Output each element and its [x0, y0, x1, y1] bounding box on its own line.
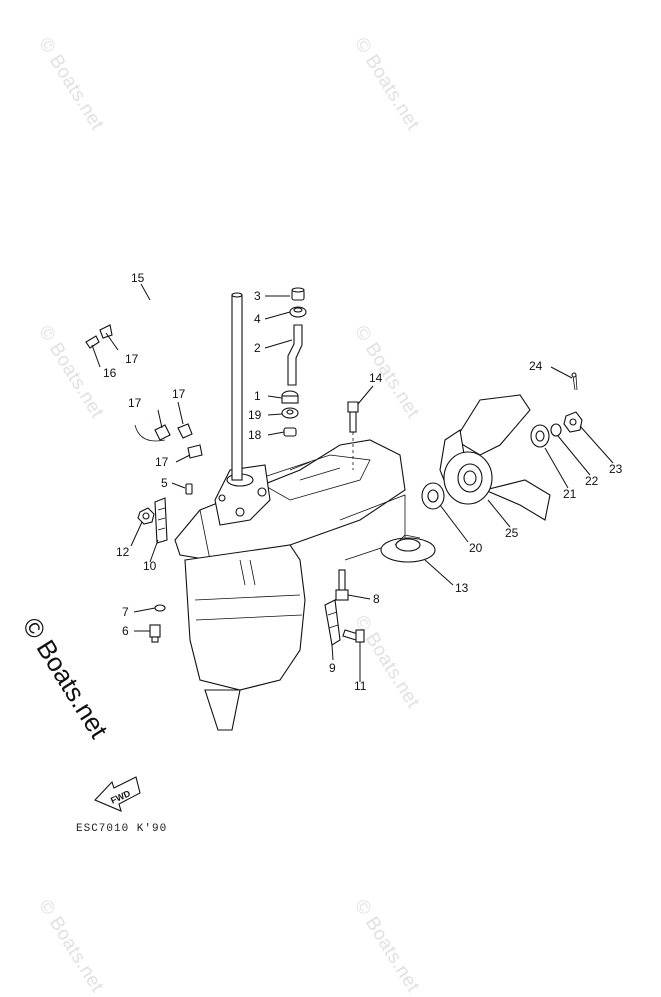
- nut-23: [563, 411, 583, 433]
- bolt-8: [335, 569, 349, 601]
- trim-tab-9: [324, 599, 341, 646]
- water-hose: [107, 302, 203, 442]
- callout-13: 13: [455, 581, 469, 595]
- callout-17a: 17: [125, 352, 139, 366]
- callout-12: 12: [116, 545, 130, 559]
- leader-lines: [91, 283, 614, 682]
- callout-17c: 17: [172, 387, 186, 401]
- pin-5: [185, 483, 193, 495]
- bolt-11: [342, 629, 365, 643]
- callout-20: 20: [469, 541, 483, 555]
- callout-10: 10: [143, 559, 157, 573]
- callout-6: 6: [122, 624, 129, 638]
- callout-21: 21: [563, 487, 577, 501]
- callout-15: 15: [131, 271, 145, 285]
- screw-16: [85, 335, 100, 349]
- anode-10: [154, 497, 168, 544]
- washer-21: [530, 424, 550, 448]
- callout-8: 8: [373, 592, 380, 606]
- lower-casing: [174, 292, 406, 731]
- nut-12: [137, 507, 155, 525]
- fwd-arrow-icon: FWD: [94, 776, 141, 812]
- bolt-6: [149, 624, 161, 643]
- callout-4: 4: [254, 312, 261, 326]
- callout-11: 11: [354, 679, 367, 693]
- washer-22: [550, 423, 562, 437]
- callout-2: 2: [254, 341, 261, 355]
- callout-19: 19: [248, 408, 262, 422]
- callout-9: 9: [329, 661, 336, 675]
- parts-diagram: © Boats.net © Boats.net © Boats.net © Bo…: [17, 34, 623, 996]
- callout-7: 7: [122, 605, 129, 619]
- thrust-washer-13: [380, 534, 436, 563]
- spacer-20: [421, 482, 445, 510]
- callout-1: 1: [254, 389, 261, 403]
- cotter-pin-24: [571, 372, 578, 391]
- callout-16: 16: [103, 366, 117, 380]
- callout-25: 25: [505, 526, 519, 540]
- callout-17b: 17: [128, 396, 142, 410]
- callout-22: 22: [585, 474, 599, 488]
- bolt-14: [347, 401, 359, 470]
- callout-17d: 17: [155, 455, 169, 469]
- washer-7: [154, 604, 166, 612]
- callout-5: 5: [161, 476, 168, 490]
- callout-labels: 1 2 3 4 5 6 7 8 9 10 11 12 13 14 15 16 1…: [103, 271, 623, 693]
- propeller-25: [439, 394, 551, 521]
- hose-clamps: [99, 324, 203, 459]
- water-tube-parts: [281, 287, 307, 437]
- callout-24: 24: [529, 359, 543, 373]
- callout-3: 3: [254, 289, 261, 303]
- callout-23: 23: [609, 462, 623, 476]
- callout-18: 18: [248, 428, 262, 442]
- exploded-view: 1 2 3 4 5 6 7 8 9 10 11 12 13 14 15 16 1…: [85, 271, 623, 812]
- diagram-code: ESC7010 K'90: [76, 823, 168, 835]
- callout-14: 14: [369, 371, 383, 385]
